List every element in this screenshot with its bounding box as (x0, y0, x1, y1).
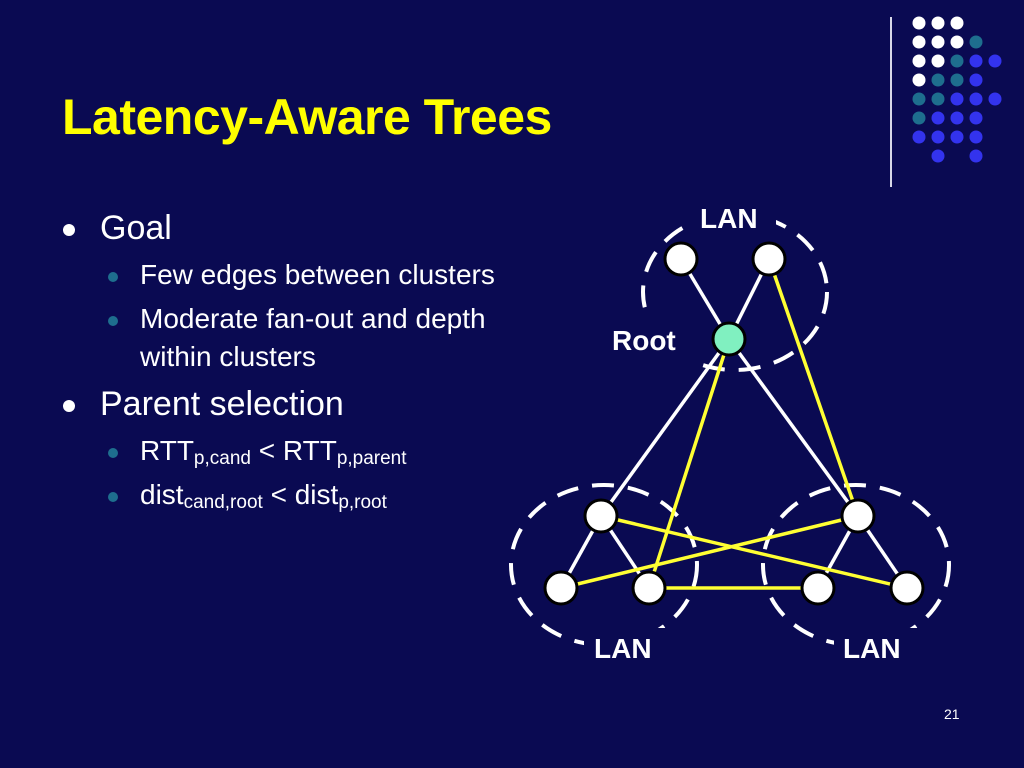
decorative-dot (950, 73, 964, 87)
decorative-dot (988, 54, 1002, 68)
cross-edge (767, 258, 860, 517)
bullet-text: Few edges between clusters (140, 259, 495, 290)
decorative-dot (969, 149, 983, 163)
formula-base: RTT (282, 435, 337, 466)
node-right-leaf-1 (800, 570, 836, 606)
label-mask (612, 318, 694, 362)
decorative-dot (969, 73, 983, 87)
decorative-dot (912, 16, 926, 30)
decorative-dot (912, 130, 926, 144)
bullet-dot-icon (63, 224, 75, 236)
decorative-dot (950, 130, 964, 144)
bullet-dot-icon (63, 400, 75, 412)
formula-operator: < (262, 479, 295, 510)
decorative-dot (969, 92, 983, 106)
bullet-goal: Goal (60, 206, 500, 250)
bullet-list: Goal Few edges between clusters Moderate… (60, 200, 500, 514)
root-label: Root (612, 325, 676, 356)
decorative-dot (912, 54, 926, 68)
bullet-text: Goal (100, 209, 172, 247)
formula-base: dist (140, 479, 184, 510)
decorative-dot-grid (912, 16, 1002, 163)
decorative-dot (969, 130, 983, 144)
node-top-right (751, 241, 787, 277)
cluster-outline-right (761, 483, 951, 647)
decorative-dot (931, 130, 945, 144)
decorative-dot (931, 16, 945, 30)
sub-bullet-dist-condition: distcand,root < distp,root (60, 476, 500, 514)
formula-subscript: p,cand (193, 448, 251, 469)
decorative-dot (931, 149, 945, 163)
bullet-parent-selection: Parent selection (60, 382, 500, 426)
decorative-dot (931, 54, 945, 68)
decorative-dot (912, 92, 926, 106)
cross-edge (600, 514, 908, 590)
bullet-dot-icon (108, 492, 118, 502)
cross-edge (647, 338, 731, 589)
bullet-dot-icon (108, 448, 118, 458)
formula-base: RTT (140, 435, 194, 466)
decorative-dot (912, 111, 926, 125)
decorative-dot (969, 35, 983, 49)
decorative-dot (950, 16, 964, 30)
formula-base: dist (294, 479, 339, 510)
formula-subscript: cand,root (183, 492, 263, 513)
node-left-leaf-1 (543, 570, 579, 606)
lan-label-top: LAN (700, 203, 758, 234)
node-right-leaf-2 (889, 570, 925, 606)
title-divider-line (890, 17, 892, 187)
slide-title: Latency-Aware Trees (62, 89, 552, 145)
tree-edge (727, 337, 860, 518)
decorative-dot (931, 35, 945, 49)
decorative-dot (969, 111, 983, 125)
tree-edge (599, 337, 731, 518)
node-left-cluster-head (583, 498, 619, 534)
label-mask (834, 628, 920, 668)
node-top-left (663, 241, 699, 277)
formula-subscript: p,root (338, 492, 387, 513)
decorative-dot (950, 92, 964, 106)
root-node (711, 321, 747, 357)
sub-bullet-moderate-fanout: Moderate fan-out and depth within cluste… (60, 300, 500, 376)
decorative-dot (931, 92, 945, 106)
node-right-cluster-head (840, 498, 876, 534)
decorative-dot (969, 54, 983, 68)
sub-bullet-few-edges: Few edges between clusters (60, 256, 500, 294)
decorative-dot (950, 111, 964, 125)
decorative-dot (988, 92, 1002, 106)
decorative-dot (912, 73, 926, 87)
bullet-text: Moderate fan-out and depth within cluste… (140, 303, 486, 372)
decorative-dot (912, 35, 926, 49)
cross-edge (560, 514, 859, 590)
lan-label-left: LAN (594, 633, 652, 664)
formula-operator: < (250, 435, 283, 466)
formula-subscript: p,parent (336, 448, 407, 469)
page-number: 21 (944, 706, 960, 722)
lan-label-right: LAN (843, 633, 901, 664)
label-mask (694, 198, 776, 236)
label-mask (584, 628, 670, 668)
bullet-dot-icon (108, 316, 118, 326)
decorative-dot (950, 54, 964, 68)
decorative-dot (931, 73, 945, 87)
bullet-text: Parent selection (100, 385, 344, 423)
node-left-leaf-2 (631, 570, 667, 606)
decorative-dot (950, 35, 964, 49)
bullet-dot-icon (108, 272, 118, 282)
sub-bullet-rtt-condition: RTTp,cand < RTTp,parent (60, 432, 500, 470)
cluster-outline-left (509, 483, 699, 647)
decorative-dot (931, 111, 945, 125)
